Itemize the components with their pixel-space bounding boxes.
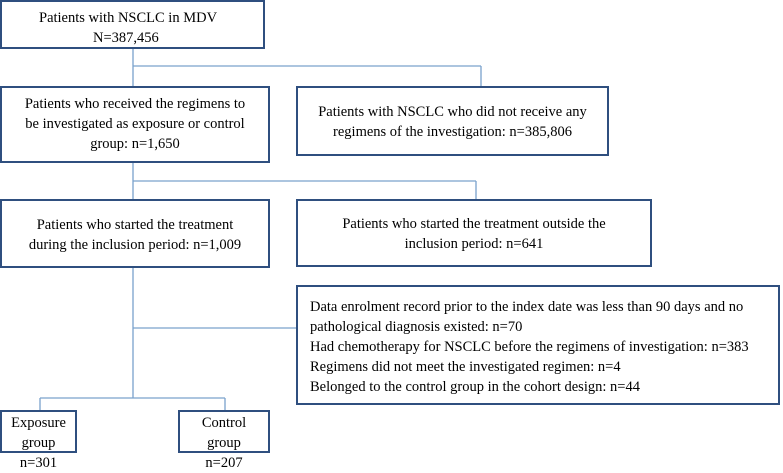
control-group-box: Control group n=207 [178,410,270,471]
received-regimens-box: Patients who received the regimens to be… [0,86,270,163]
received-regimens-line-3: group: n=1,650 [90,136,180,152]
mdv-patients-box: Patients with NSCLC in MDV N=387,456 [0,0,265,49]
control-group-line-1: Control [201,415,247,431]
exclusion-line-2: pathological diagnosis existed: n=70 [310,319,523,335]
exclusion-criteria-box: Data enrolment record prior to the index… [296,285,780,405]
exposure-group-line-1: Exposure [11,415,66,431]
exposure-group-box: Exposure group n=301 [0,410,77,471]
started-inclusion-line-2: during the inclusion period: n=1,009 [28,237,242,253]
started-inclusion-box: Patients who started the treatment durin… [0,199,270,268]
received-regimens-line-1: Patients who received the regimens to [24,96,246,112]
not-received-line-2: regimens of the investigation: n=385,806 [333,124,572,140]
exclusion-line-3: Had chemotherapy for NSCLC before the re… [310,339,749,355]
received-regimens-line-2: be investigated as exposure or control [25,116,245,132]
started-outside-box: Patients who started the treatment outsi… [296,199,652,267]
started-inclusion-line-1: Patients who started the treatment [36,217,234,233]
flow-connectors [39,48,482,410]
mdv-patients-count: N=387,456 [93,30,159,46]
started-outside-line-1: Patients who started the treatment outsi… [342,216,606,232]
exposure-group-count: n=301 [19,455,58,471]
control-group-line-2: group [207,435,241,451]
exclusion-line-4: Regimens did not meet the investigated r… [310,359,621,375]
started-outside-line-2: inclusion period: n=641 [404,236,544,252]
not-received-box: Patients with NSCLC who did not receive … [296,86,609,156]
mdv-patients-label: Patients with NSCLC in MDV [39,10,218,26]
not-received-line-1: Patients with NSCLC who did not receive … [318,104,587,120]
exclusion-line-5: Belonged to the control group in the coh… [310,379,640,395]
exclusion-line-1: Data enrolment record prior to the index… [310,299,744,315]
control-group-count: n=207 [205,455,243,471]
exposure-group-line-2: group [21,435,56,451]
